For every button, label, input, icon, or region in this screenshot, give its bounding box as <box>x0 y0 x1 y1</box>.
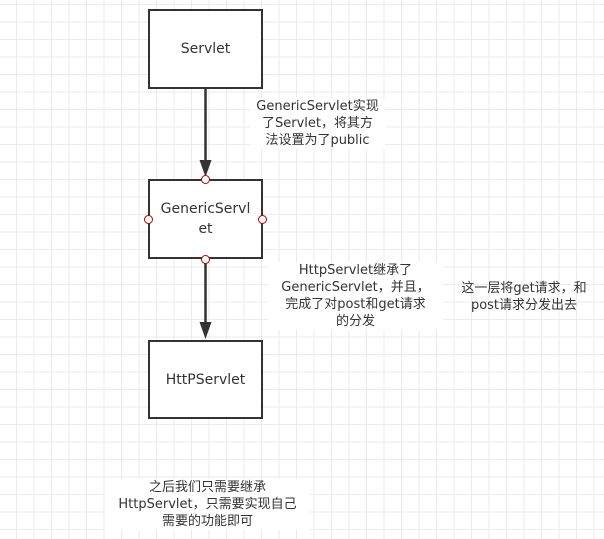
node-generic-servlet[interactable]: GenericServlet <box>148 179 263 259</box>
node-label: GenericServlet <box>160 201 251 237</box>
connection-port-icon[interactable] <box>144 214 153 224</box>
note-dispatch[interactable]: 这一层将get请求，和 post请求分发出去 <box>461 281 587 313</box>
connection-port-icon[interactable] <box>201 254 210 264</box>
note-after[interactable]: 之后我们只需要继承 HttpServlet，只需要实现自己 需要的功能即可 <box>105 479 310 530</box>
arrowhead-icon <box>199 322 212 339</box>
node-label: HttPServlet <box>165 371 246 388</box>
note-generic-servlet[interactable]: GenericServlet实现 了Servlet，将其方 法设置为了publi… <box>250 98 385 149</box>
node-http-servlet[interactable]: HttPServlet <box>148 340 263 419</box>
connection-port-icon[interactable] <box>258 214 267 224</box>
node-label: Servlet <box>180 41 231 57</box>
connection-port-icon[interactable] <box>201 174 210 184</box>
node-servlet[interactable]: Servlet <box>148 9 263 89</box>
note-http-servlet[interactable]: HttpServlet继承了 GenericServlet，并且， 完成了对po… <box>268 262 443 330</box>
